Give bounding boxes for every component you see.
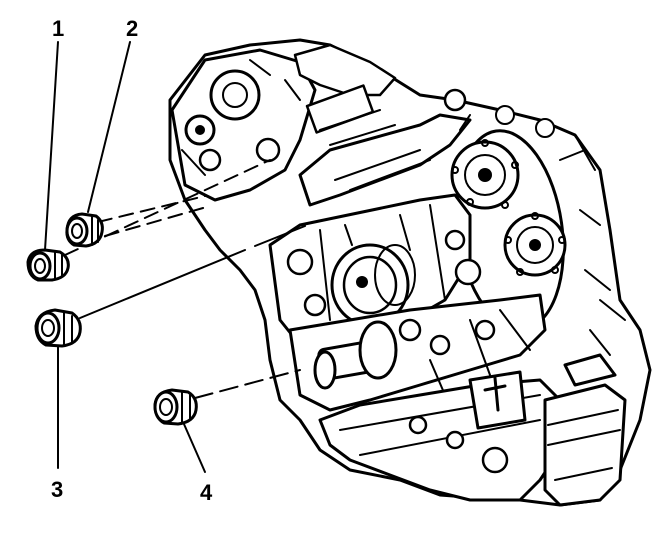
plug-2 [65,212,104,248]
leader-lines [44,41,306,473]
callout-2: 2 [126,16,138,41]
callout-3: 3 [51,477,63,502]
engine-block-illustration [168,38,652,507]
plug-1 [26,248,70,282]
plug-3 [34,308,82,348]
plug-4 [153,388,198,426]
callout-1: 1 [52,16,64,41]
callout-4: 4 [200,480,213,505]
